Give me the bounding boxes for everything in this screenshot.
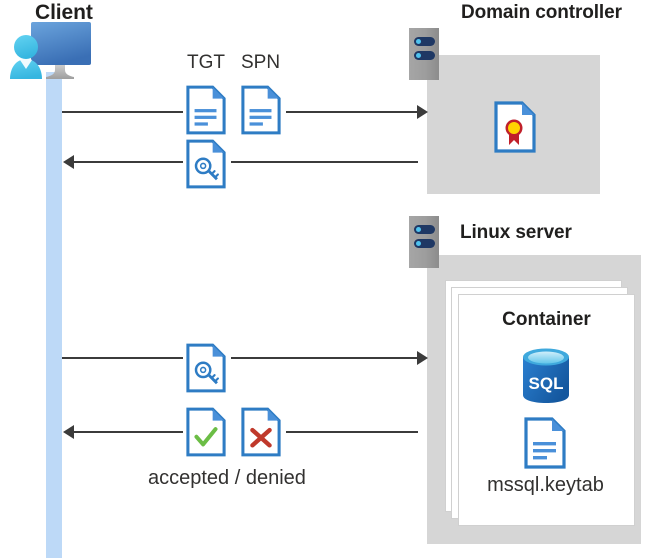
client-lifeline <box>46 72 62 558</box>
flow-ticket-response-line-right <box>231 161 418 163</box>
denied-document-icon <box>241 407 281 457</box>
linux-server-title: Linux server <box>460 222 572 243</box>
keytab-document-icon <box>524 417 566 469</box>
sql-icon-text: SQL <box>529 374 564 393</box>
spn-document-icon <box>241 85 281 135</box>
spn-label: SPN <box>241 52 281 73</box>
container-title: Container <box>502 309 591 330</box>
server-rack-icon-dc <box>409 28 439 80</box>
flow-auth-result-line-left <box>74 431 183 433</box>
flow-ticket-presented-line-left <box>62 357 183 359</box>
tgt-document-icon <box>186 85 226 135</box>
key-document-icon-response <box>186 139 226 189</box>
flow-tgt-spn-request-line-left <box>62 111 183 113</box>
flow-ticket-presented-arrowhead <box>417 351 428 365</box>
client-title: Client <box>35 1 93 24</box>
flow-tgt-spn-request-line-right <box>286 111 418 113</box>
flow-auth-result-line-right <box>286 431 418 433</box>
accepted-document-icon <box>186 407 226 457</box>
accepted-denied-label: accepted / denied <box>148 467 306 489</box>
flow-auth-result-arrowhead <box>63 425 74 439</box>
sql-database-icon: SQL <box>519 347 573 405</box>
server-rack-icon-linux <box>409 216 439 268</box>
container-card-front: Container <box>458 294 635 526</box>
flow-ticket-presented-line-right <box>231 357 418 359</box>
flow-ticket-response-line-left <box>74 161 183 163</box>
keytab-filename-label: mssql.keytab <box>487 474 604 496</box>
flow-ticket-response-arrowhead <box>63 155 74 169</box>
flow-tgt-spn-request-arrowhead <box>417 105 428 119</box>
domain-controller-title: Domain controller <box>461 2 622 23</box>
user-at-monitor-icon <box>8 20 108 82</box>
certificate-document-icon <box>494 101 536 153</box>
tgt-label: TGT <box>187 52 225 73</box>
key-document-icon-request <box>186 343 226 393</box>
